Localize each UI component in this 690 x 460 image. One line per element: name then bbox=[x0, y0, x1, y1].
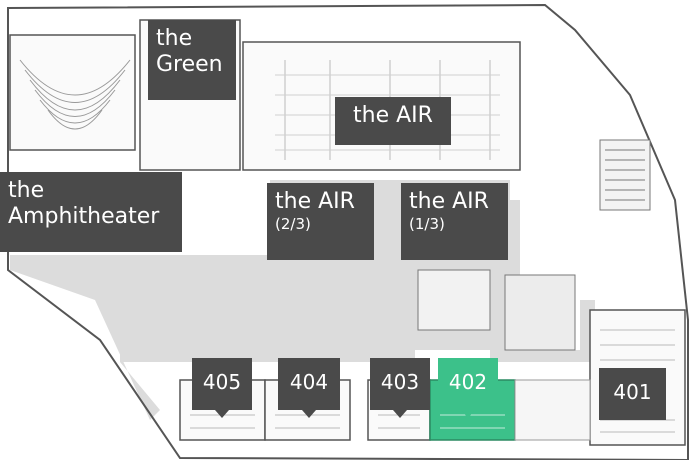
room-label-the-amphitheater[interactable]: the Amphitheater bbox=[0, 172, 182, 252]
room-title: the AIR bbox=[409, 189, 489, 214]
room-label-405[interactable]: 405 bbox=[192, 358, 252, 410]
east-stair bbox=[599, 139, 651, 211]
room-label-402-highlighted[interactable]: 402 bbox=[438, 358, 498, 410]
room-label-404[interactable]: 404 bbox=[278, 358, 340, 410]
room-label-the-air-2-3[interactable]: the AIR (2/3) bbox=[267, 183, 374, 260]
building-outline bbox=[7, 3, 689, 460]
room-402-pointer bbox=[461, 410, 475, 418]
room-subtitle: (1/3) bbox=[409, 215, 445, 233]
room-405-pointer bbox=[215, 410, 229, 418]
amphitheater-outline bbox=[9, 34, 136, 151]
west-corridor bbox=[10, 255, 160, 420]
room-subtitle: (2/3) bbox=[275, 215, 311, 233]
room-404-pointer bbox=[302, 410, 316, 418]
room-403-pointer bbox=[393, 410, 407, 418]
room-label-401[interactable]: 401 bbox=[599, 368, 666, 420]
room-label-the-green[interactable]: the Green bbox=[148, 20, 236, 100]
lobby-area bbox=[514, 379, 591, 441]
stair-core bbox=[504, 274, 576, 351]
room-label-403[interactable]: 403 bbox=[370, 358, 430, 410]
room-title: the AIR bbox=[275, 189, 355, 214]
room-label-the-air[interactable]: the AIR bbox=[335, 97, 451, 145]
room-label-the-air-1-3[interactable]: the AIR (1/3) bbox=[401, 183, 508, 260]
restroom-core bbox=[417, 269, 491, 331]
